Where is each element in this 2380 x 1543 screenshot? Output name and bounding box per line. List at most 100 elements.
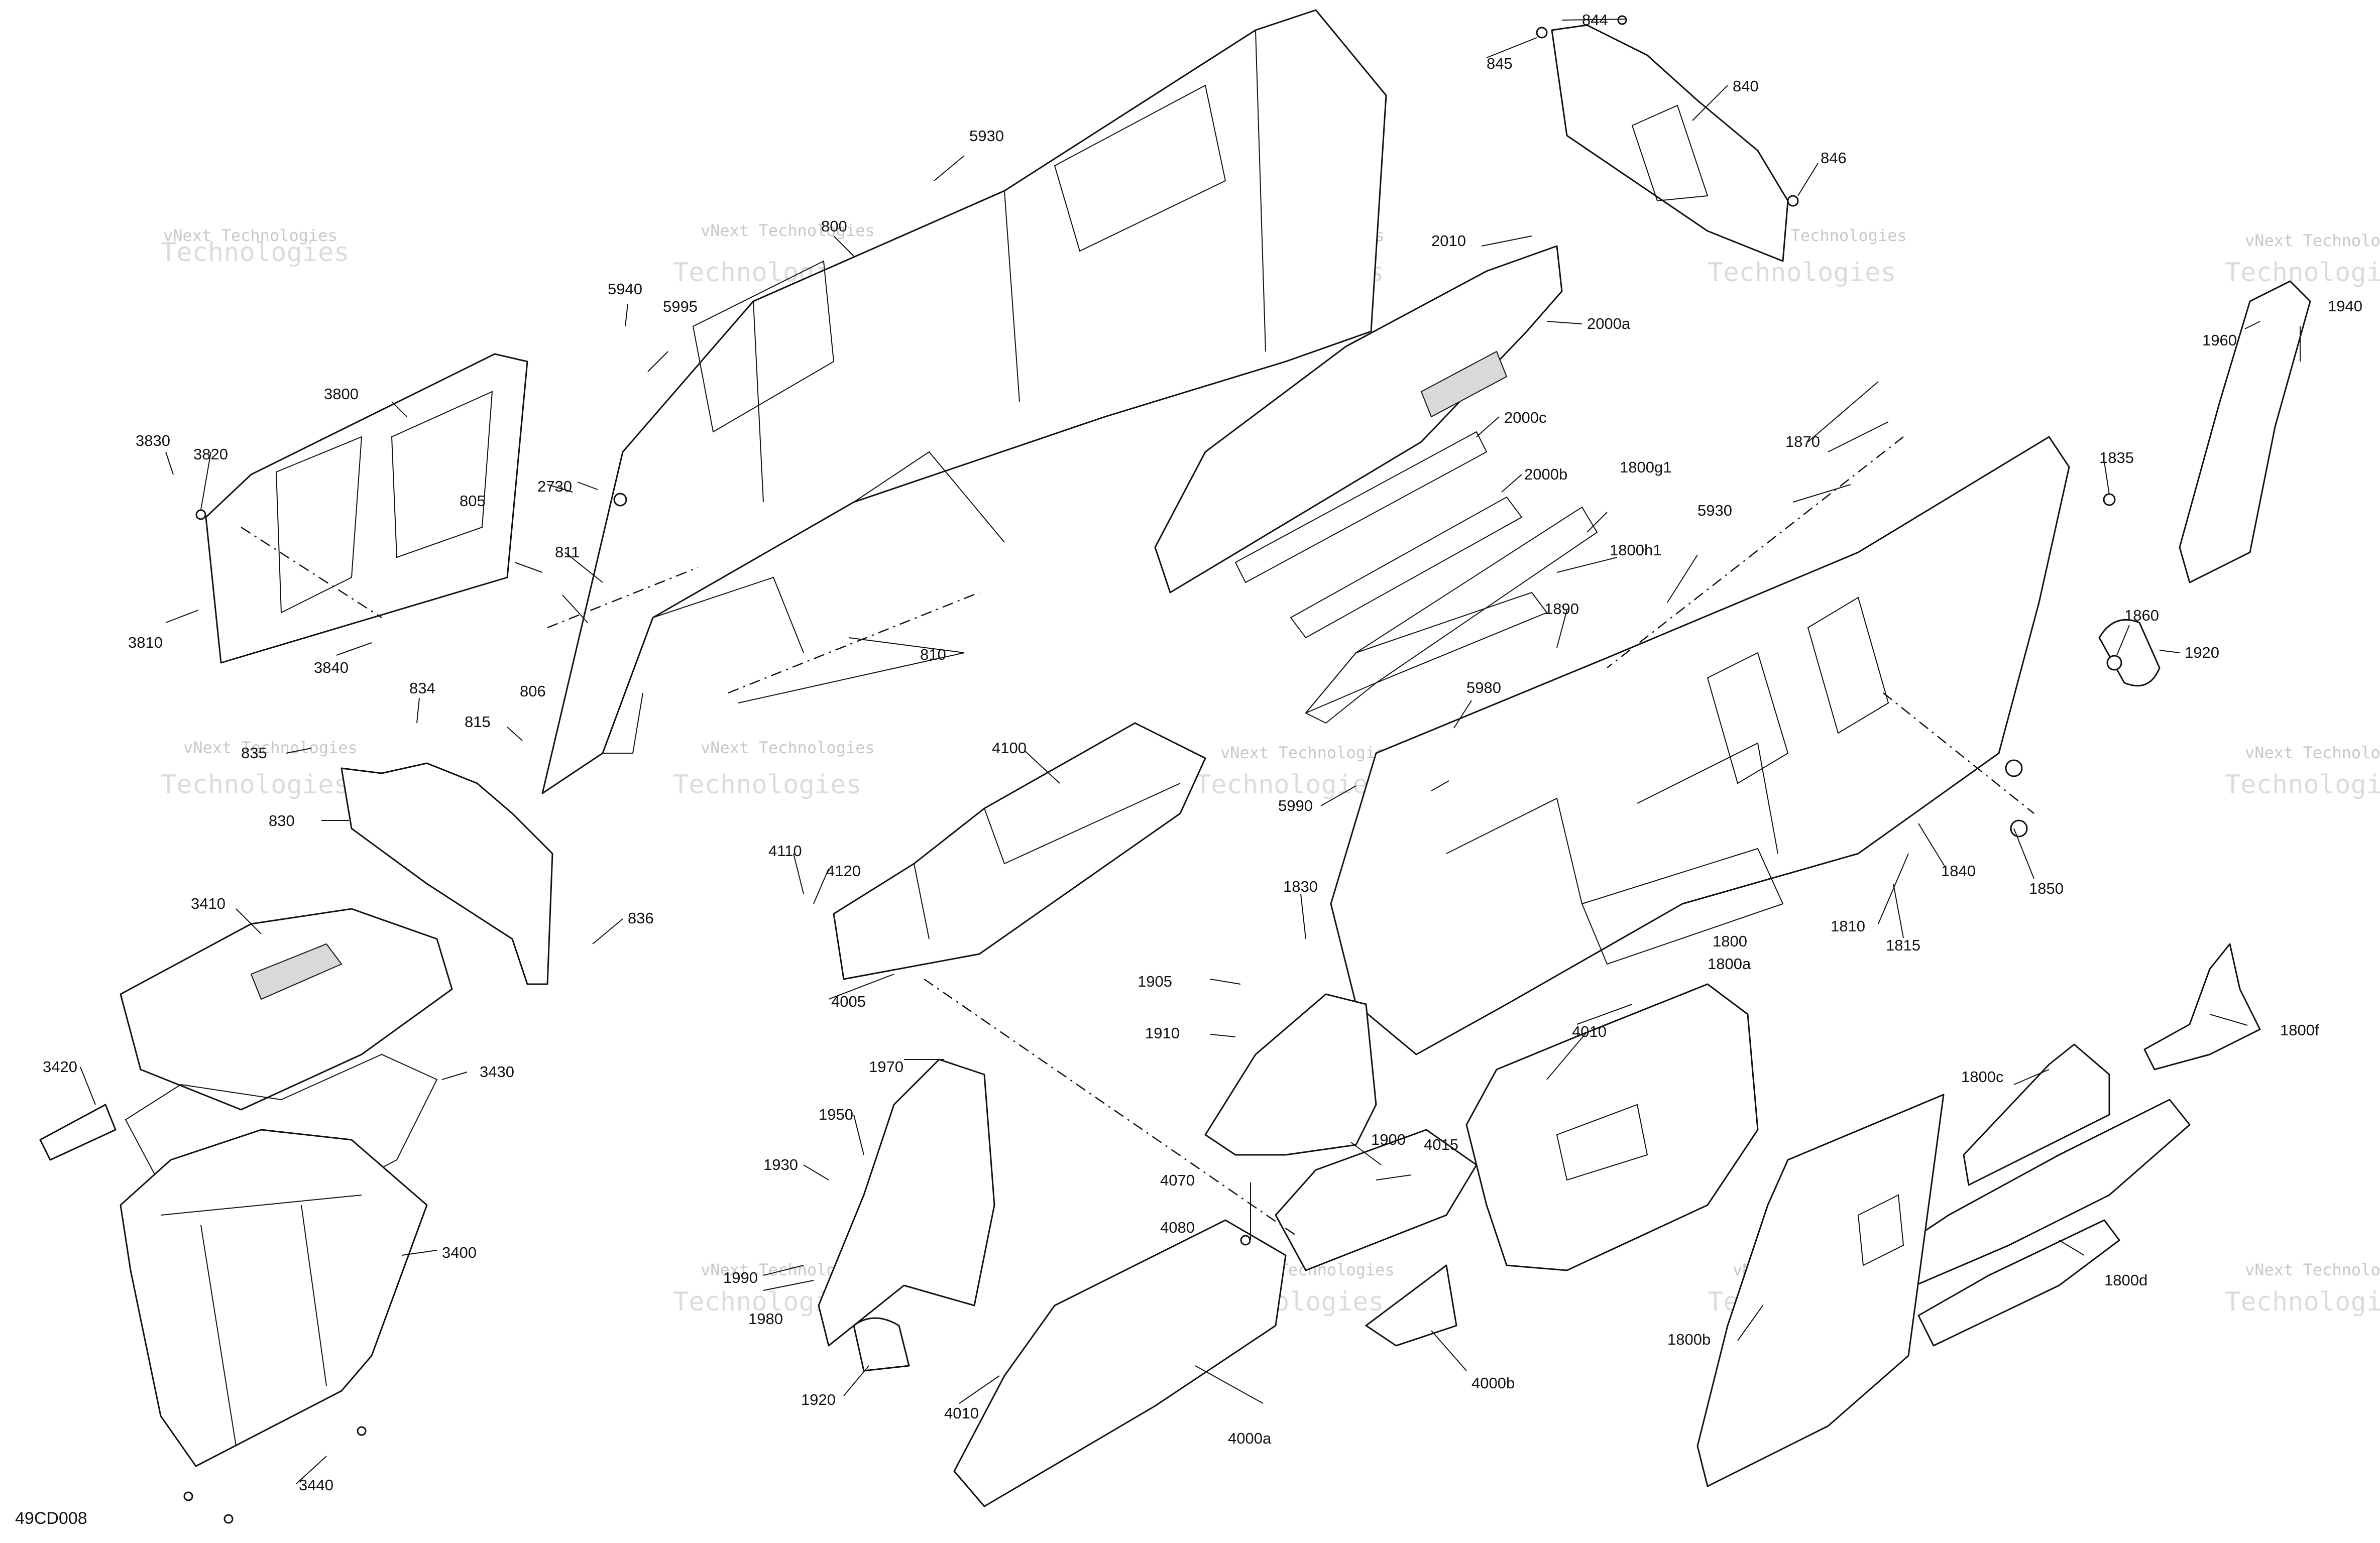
callout-label: 3420	[43, 1058, 77, 1076]
callout-label: 1920	[801, 1391, 836, 1408]
watermark-text: Technologies	[2225, 258, 2380, 288]
callout-label: 830	[269, 812, 295, 829]
callout-label: 3830	[136, 432, 170, 449]
callout-label: 845	[1487, 55, 1513, 72]
callout-label: 844	[1582, 11, 1608, 29]
washer-1850	[2010, 819, 2028, 838]
part-2000c-gasket	[1234, 431, 1488, 583]
callout-label: 2000c	[1504, 409, 1546, 426]
watermark-text: vNext Technologies	[2245, 231, 2380, 250]
callout-label: 4010	[944, 1404, 979, 1422]
callout-label: 1800	[1713, 932, 1747, 950]
callout-label: 1920	[2185, 644, 2219, 661]
callout-label: 1800g1	[1620, 458, 1671, 476]
callout-label: 834	[409, 679, 435, 697]
part-3410-lid	[120, 908, 453, 1111]
callout-label: 4000b	[1471, 1374, 1515, 1392]
callout-label: 1900	[1371, 1131, 1406, 1148]
part-840-cover	[1551, 24, 1789, 262]
callout-label: 1870	[1785, 433, 1820, 450]
drawing-id: 49CD008	[15, 1509, 87, 1528]
watermark-text: Technologies	[2225, 1287, 2380, 1317]
watermark-text: vNext Technologies	[2245, 743, 2380, 762]
callout-label: 1905	[1138, 973, 1172, 990]
part-1800c-panel	[1963, 1043, 2110, 1186]
callout-label: 1860	[2124, 607, 2159, 624]
callout-label: 4120	[826, 862, 861, 880]
axis-lines	[241, 436, 2034, 1236]
callout-label: 5980	[1466, 679, 1501, 696]
callout-label: 1810	[1831, 917, 1865, 935]
callout-label: 4000a	[1228, 1430, 1272, 1447]
washer-3820	[195, 509, 206, 520]
callout-label: 815	[465, 713, 491, 731]
callout-label: 840	[1733, 77, 1759, 95]
washer-1850	[2005, 759, 2023, 777]
watermark-text: Technologies	[2225, 770, 2380, 800]
callout-label: 2730	[537, 478, 572, 495]
callout-label: 1800a	[1708, 955, 1751, 973]
callout-label: 3410	[191, 895, 225, 912]
callout-label: 835	[241, 744, 267, 762]
callout-label: 806	[520, 682, 546, 700]
part-1950-cover	[818, 1058, 995, 1347]
part-1960-cover	[2179, 280, 2311, 583]
callout-label: 4015	[1424, 1136, 1458, 1153]
callout-label: 2010	[1431, 232, 1466, 250]
callout-label: 805	[460, 492, 486, 510]
part-1800-firewall	[1330, 436, 2070, 1055]
part-4010-bracket	[1465, 983, 1759, 1271]
part-2000b-gasket	[1290, 496, 1523, 639]
callout-label: 3430	[480, 1063, 514, 1081]
part-1800d-panel	[1887, 1099, 2191, 1291]
grommet-1860	[2106, 655, 2122, 671]
parts	[39, 9, 2311, 1524]
part-1800f-shield	[2143, 943, 2261, 1071]
part-4100-duct	[833, 722, 1206, 980]
callout-label: 800	[821, 217, 847, 235]
callout-label: 2000a	[1587, 315, 1631, 332]
watermark-text: vNext Technologies	[1220, 743, 1395, 762]
callout-label: 1800f	[2280, 1021, 2319, 1039]
callout-label: 1840	[1941, 862, 1976, 880]
callout-label: 1960	[2202, 331, 2237, 349]
callout-label: 4080	[1160, 1219, 1195, 1236]
watermark-text: Technologies	[1195, 770, 1384, 800]
part-3420-handle	[39, 1104, 117, 1161]
callout-label: 4110	[768, 842, 802, 860]
callout-label: 1800b	[1667, 1331, 1711, 1348]
part-1800b-panel	[1696, 1094, 1945, 1487]
callout-label: 1815	[1886, 936, 1920, 954]
callout-label: 5940	[608, 280, 642, 298]
callout-label: 3440	[299, 1476, 333, 1494]
callout-label: 3820	[193, 445, 228, 463]
callout-label: 3800	[324, 385, 359, 403]
callout-label: 1940	[2328, 297, 2362, 315]
callout-label: 811	[555, 543, 580, 561]
part-1920-grommet	[853, 1317, 910, 1372]
callout-label: 1800d	[2104, 1271, 2147, 1289]
washer-811	[613, 493, 627, 507]
washer-4080	[1240, 1235, 1251, 1246]
callout-label: 810	[920, 646, 946, 663]
part-3800-panel	[205, 353, 528, 664]
callout-label: 4070	[1160, 1171, 1195, 1189]
part-1830-bracket	[1204, 993, 1377, 1156]
callout-label: 5930	[969, 127, 1004, 145]
callout-label: 2000b	[1524, 465, 1567, 483]
part-3400-box	[120, 1129, 428, 1467]
watermark-text: Technologies	[673, 770, 862, 800]
watermark-text: vNext Technologies	[163, 226, 337, 245]
watermark-text: vNext Technologies	[701, 738, 875, 757]
part-4000b-plate	[1365, 1264, 1457, 1347]
callout-label: 1830	[1283, 878, 1318, 895]
callout-label: 1835	[2099, 449, 2134, 466]
callout-label: 3810	[128, 634, 163, 651]
part-1800h1-seal	[1305, 591, 1548, 714]
fastener-3440	[357, 1426, 367, 1436]
part-2000a-panel	[1154, 245, 1563, 594]
callout-label: 5990	[1278, 797, 1313, 814]
callout-labels: 5930 800 5940 5995 2730 811 805 806 810 …	[43, 11, 2362, 1494]
fastener-845	[1536, 27, 1548, 39]
